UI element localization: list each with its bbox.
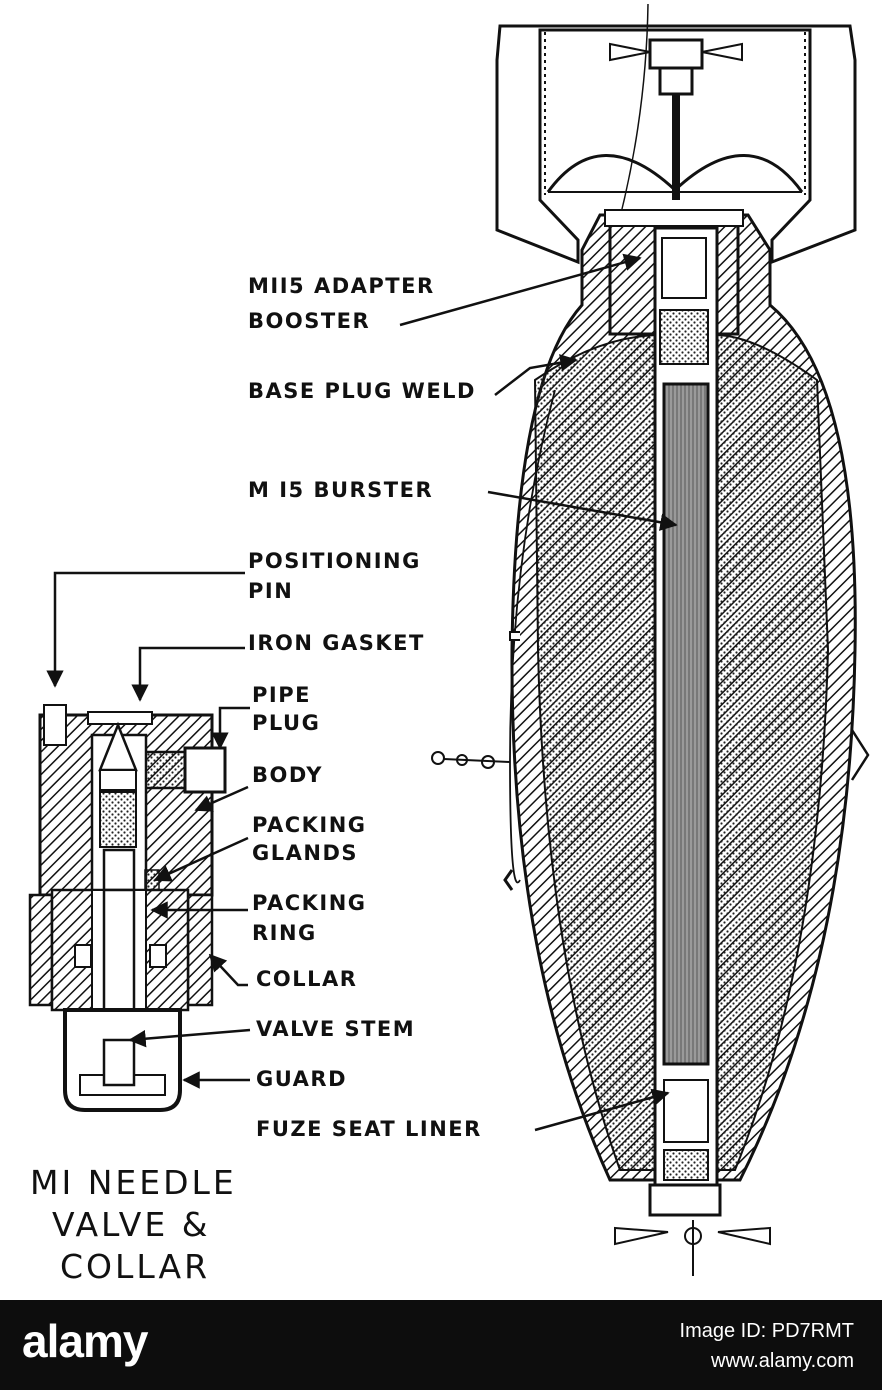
alamy-logo[interactable]: alamy: [22, 1315, 148, 1367]
title-line2: VALVE &: [52, 1205, 210, 1244]
label-glands-line2: GLANDS: [252, 841, 358, 865]
label-burster: M I5 BURSTER: [248, 478, 433, 502]
leader-burster: [487, 490, 678, 531]
adapter-booster-part: [661, 237, 707, 299]
label-positioning-line2: PIN: [248, 579, 293, 603]
label-ring-line2: RING: [252, 921, 317, 945]
labels: MII5 ADAPTER BOOSTER BASE PLUG WELD M I5…: [30, 274, 482, 1286]
bomb: [431, 3, 870, 1276]
leader-collar: [208, 953, 248, 987]
leader-fuze-seat-liner: [534, 1088, 670, 1132]
leader-positioning-pin: [46, 571, 245, 688]
label-pipe-line2: PLUG: [252, 711, 320, 735]
leader-lines: [46, 253, 678, 1132]
bomb-diagram: MII5 ADAPTER BOOSTER BASE PLUG WELD M I5…: [28, 3, 870, 1286]
leader-body: [194, 785, 249, 812]
label-body: BODY: [252, 763, 323, 787]
leader-pipe-plug: [211, 706, 250, 750]
site-url[interactable]: www.alamy.com: [711, 1350, 854, 1372]
leader-iron-gasket: [131, 646, 245, 702]
label-base-plug-weld: BASE PLUG WELD: [248, 379, 476, 403]
tail-fin: [495, 3, 857, 391]
footer-bar: alamy Image ID: PD7RMT www.alamy.com: [0, 1300, 882, 1390]
leader-valve-stem: [128, 1028, 251, 1048]
image-id: Image ID: PD7RMT: [679, 1320, 854, 1342]
title-line1: MI NEEDLE: [30, 1163, 237, 1202]
needle-valve: [28, 704, 227, 1112]
label-valve-stem: VALVE STEM: [256, 1017, 415, 1041]
title-line3: COLLAR: [60, 1247, 210, 1286]
label-positioning-line1: POSITIONING: [248, 549, 421, 573]
label-fuze-seat-liner: FUZE SEAT LINER: [256, 1117, 482, 1141]
label-adapter-line1: MII5 ADAPTER: [248, 274, 435, 298]
label-guard: GUARD: [256, 1067, 347, 1091]
leader-packing-glands: [153, 836, 249, 882]
burster-part: [662, 382, 710, 1066]
leader-adapter: [399, 253, 642, 327]
leader-base-plug-weld: [494, 354, 578, 396]
label-pipe-line1: PIPE: [252, 683, 311, 707]
label-collar: COLLAR: [256, 967, 357, 991]
label-ring-line1: PACKING: [252, 891, 367, 915]
label-adapter-line2: BOOSTER: [248, 309, 370, 333]
label-glands-line1: PACKING: [252, 813, 367, 837]
bomb-filler: [533, 333, 663, 1171]
image-id-block: Image ID: PD7RMT www.alamy.com: [680, 1316, 854, 1376]
label-iron-gasket: IRON GASKET: [248, 631, 425, 655]
